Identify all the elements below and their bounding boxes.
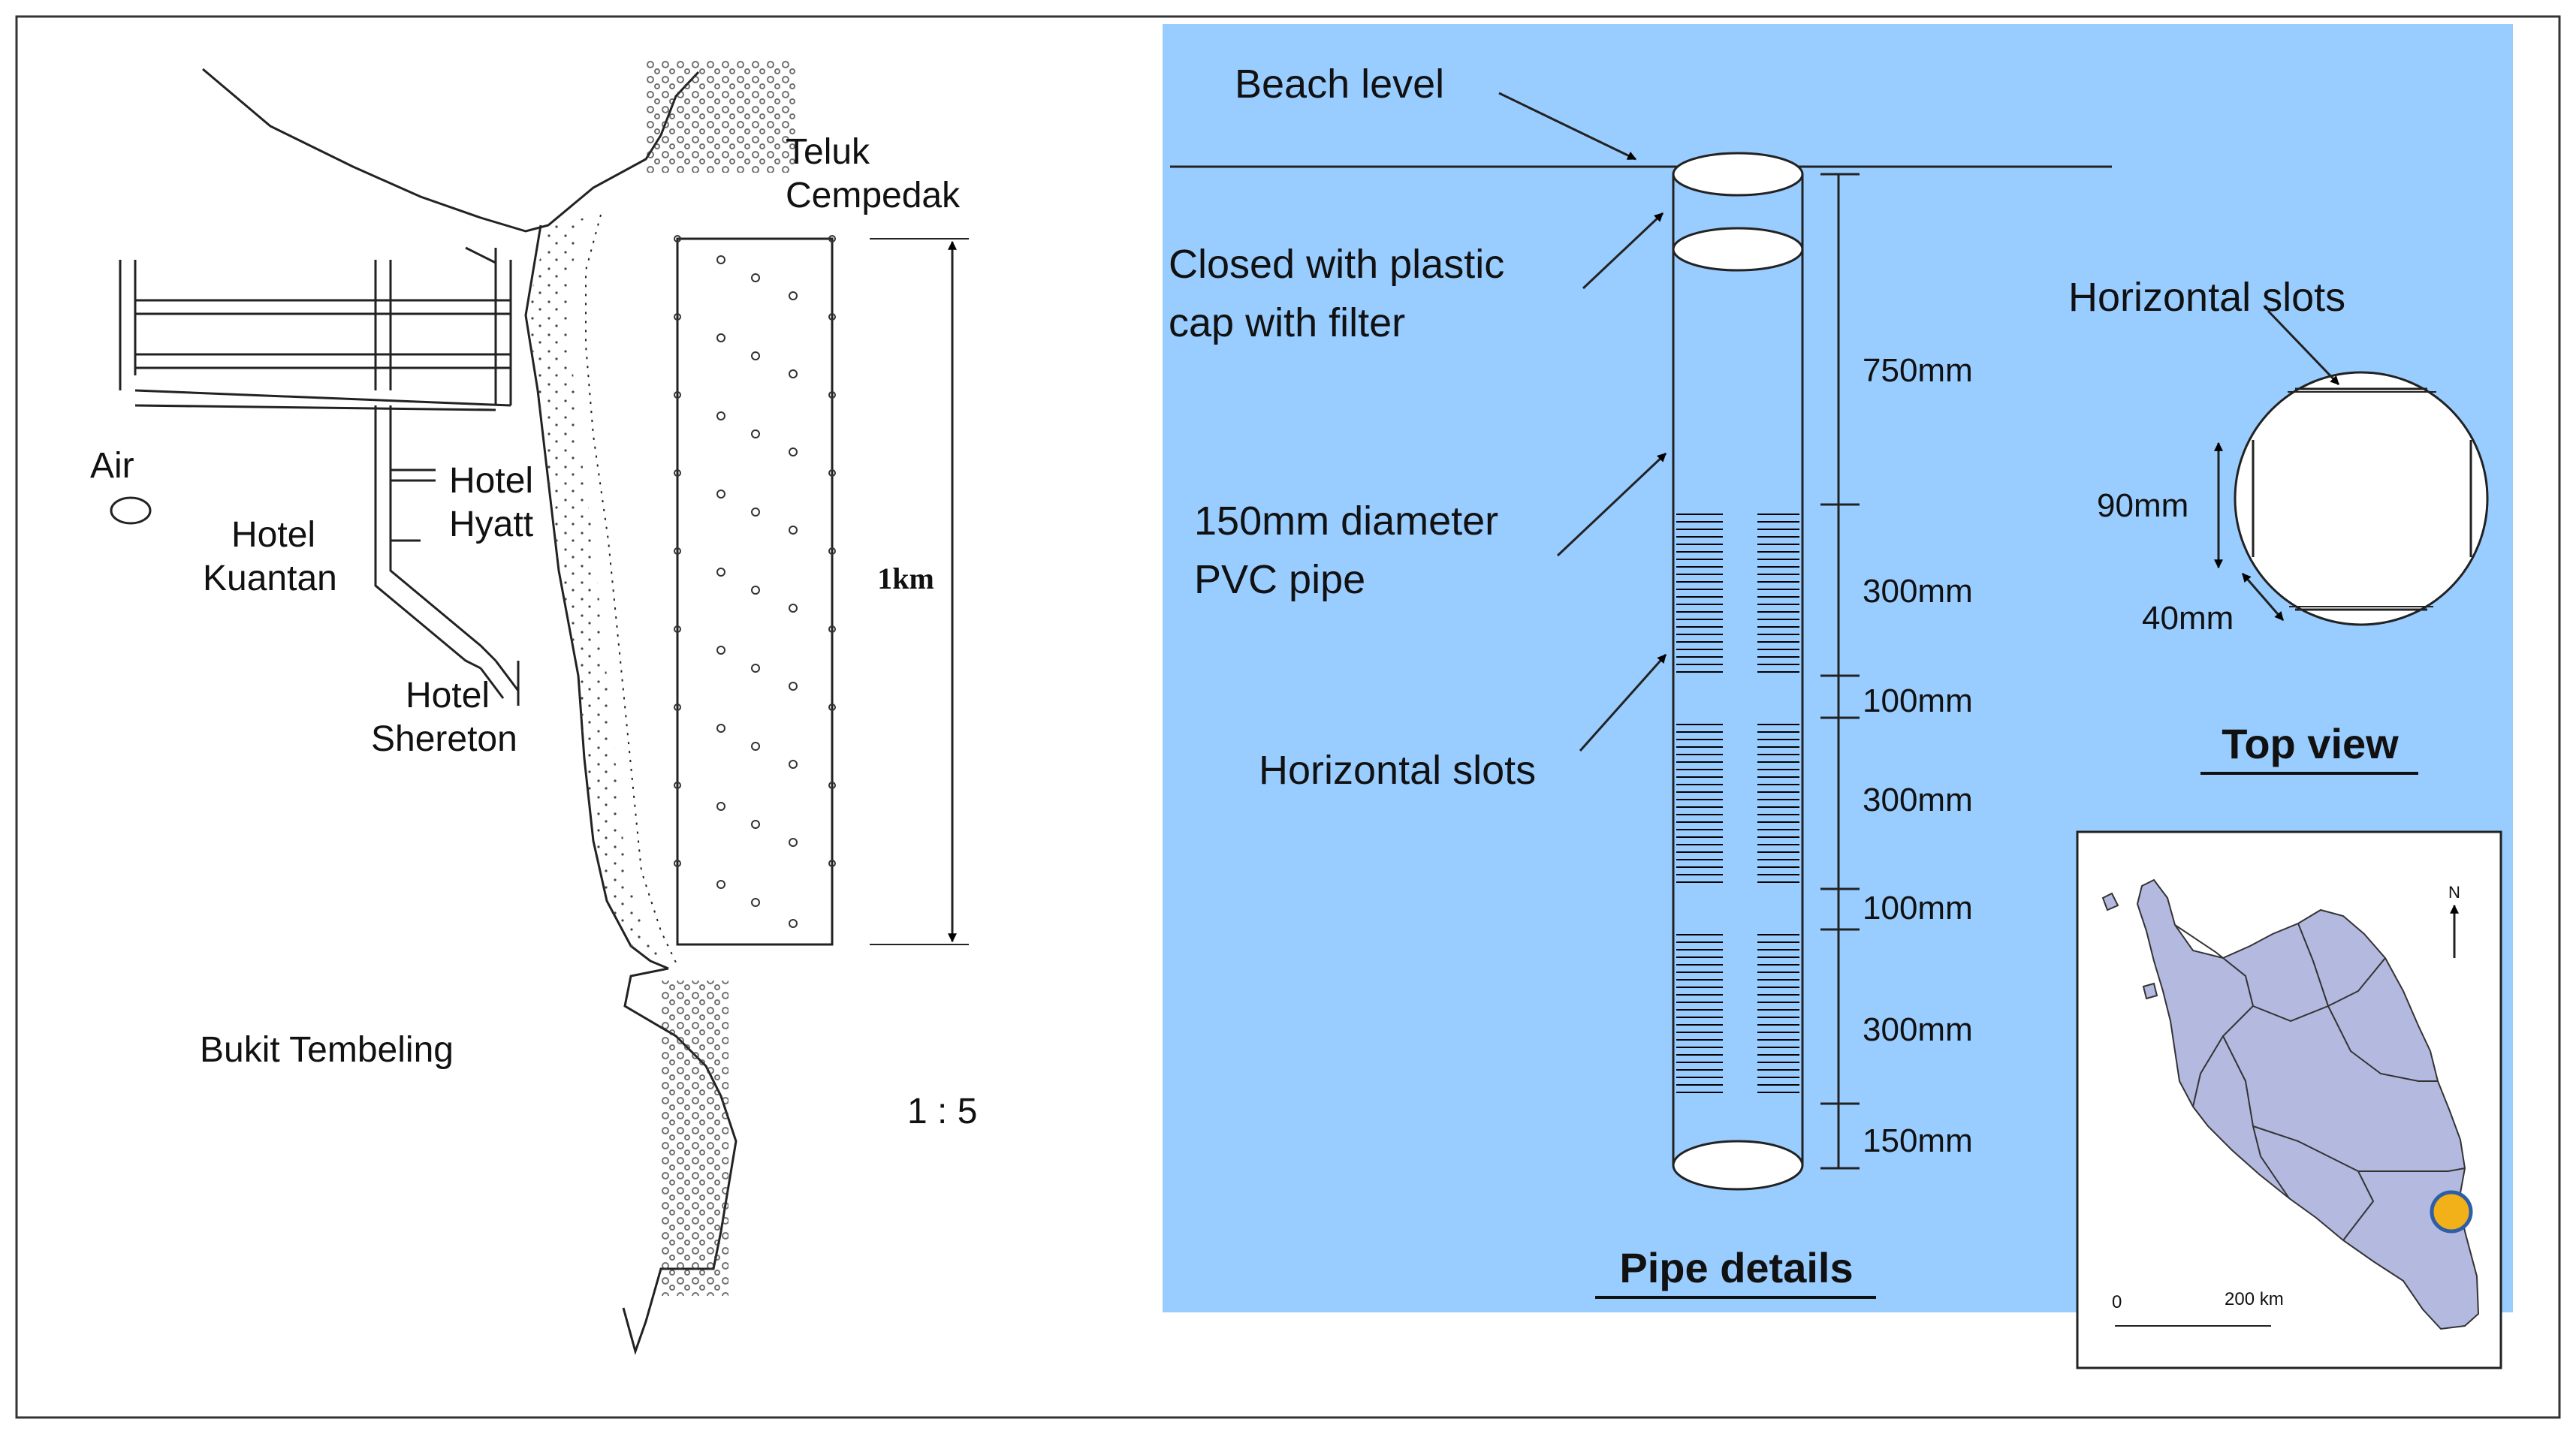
leader-arrows [1498,92,1667,752]
pipe-top-rim [1672,152,1804,197]
caption-top-view: Top view [2222,720,2399,767]
sampling-area [676,237,834,946]
dim-100mm-a: 100mm [1863,682,1973,719]
label-distance: 1km [877,562,934,595]
top-view-circle [2234,371,2489,626]
label-hotel-shereton-1: Hotel [406,676,490,715]
dim-300mm-c: 300mm [1863,1011,1973,1048]
state-borders [2174,923,2466,1241]
road-network [119,246,520,706]
southern-rocks [661,981,728,1296]
label-beach-level: Beach level [1235,62,1444,107]
dim-100mm-b: 100mm [1863,890,1973,926]
beach-sand [526,218,668,961]
sampling-points [674,235,836,928]
label-cempedak: Cempedak [786,176,961,215]
label-hotel-kuantan-1: Hotel [231,515,315,555]
label-40mm: 40mm [2142,600,2234,637]
north-label: N [2448,883,2460,902]
label-cap-line2: cap with filter [1169,300,1405,345]
beach-edge [585,214,677,963]
label-top-slots: Horizontal slots [2068,275,2345,320]
label-hotel-hyatt-2: Hyatt [449,505,533,544]
caption-pipe-details: Pipe details [1619,1244,1853,1291]
dimension-ruler [1820,173,1860,1170]
pipe-slots [1676,508,1799,1098]
dim-150mm: 150mm [1863,1122,1973,1159]
inset-scale-200: 200 km [2225,1289,2284,1309]
label-hotel-shereton-2: Shereton [371,719,517,759]
southern-coast [622,967,738,1356]
label-bukit-tembeling: Bukit Tembeling [200,1030,454,1070]
label-pipe-line2: PVC pipe [1194,557,1365,602]
label-horizontal-slots: Horizontal slots [1259,748,1536,793]
plastic-cap [1672,227,1804,272]
inset-map: N 0 200 km [2076,830,2502,1369]
site-map: Teluk Cempedak Air Hotel Kuantan Hotel H… [90,60,977,1356]
dim-label-bg [864,560,942,596]
label-hotel-hyatt-1: Hotel [449,461,533,501]
dim-750mm: 750mm [1863,352,1973,389]
label-teluk: Teluk [786,132,870,172]
air-pond [110,496,152,525]
pipe-bottom [1672,1140,1804,1191]
location-marker [2430,1190,2473,1234]
label-scale: 1 : 5 [907,1092,977,1131]
dim-300mm-a: 300mm [1863,573,1973,610]
pipe-panel: 750mm 300mm 100mm 300mm 100mm 300mm 150m… [1163,24,2513,1312]
top-view: Horizontal slots 90mm 40mm Top view [2068,275,2489,775]
label-90mm: 90mm [2097,487,2188,524]
label-hotel-kuantan-2: Kuantan [203,559,337,598]
label-air: Air [90,446,134,486]
label-cap-line1: Closed with plastic [1169,242,1504,287]
dim-300mm-b: 300mm [1863,782,1973,818]
northern-rocks [646,60,796,173]
inset-scale-zero: 0 [2112,1292,2122,1312]
label-pipe-line1: 150mm diameter [1194,499,1498,544]
peninsula-land [2136,878,2480,1330]
